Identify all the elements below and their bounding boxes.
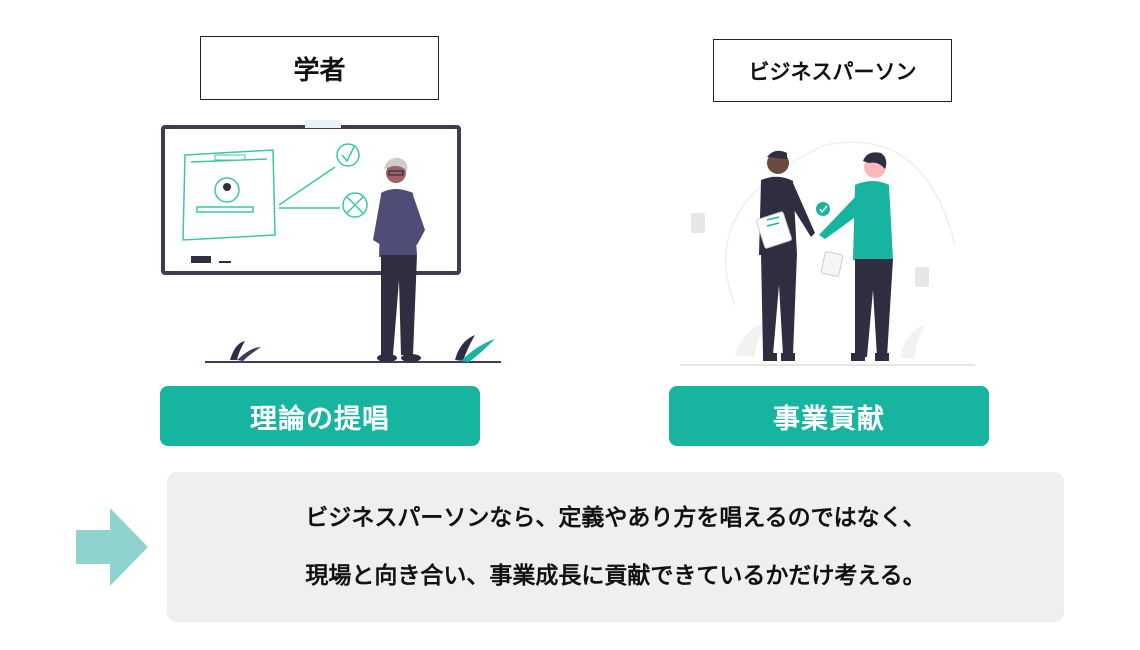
whiteboard-illustration bbox=[161, 120, 501, 363]
scholar-label-text: 学者 bbox=[293, 55, 346, 86]
business-label: ビジネスパーソン bbox=[713, 39, 952, 102]
arrow-right-icon bbox=[76, 508, 148, 586]
conclusion-panel: ビジネスパーソンなら、定義やあり方を唱えるのではなく、 現場と向き合い、事業成長… bbox=[167, 472, 1064, 622]
business-result-text: 事業貢献 bbox=[773, 403, 885, 435]
scholar-result-badge: 理論の提唱 bbox=[160, 386, 480, 446]
scholar-label: 学者 bbox=[200, 36, 439, 100]
conclusion-line-2: 現場と向き合い、事業成長に貢献できているかだけ考える。 bbox=[305, 563, 926, 589]
scholar-result-text: 理論の提唱 bbox=[250, 403, 390, 435]
business-label-text: ビジネスパーソン bbox=[748, 59, 917, 84]
business-result-badge: 事業貢献 bbox=[669, 386, 989, 446]
handshake-illustration bbox=[680, 141, 975, 366]
conclusion-line-1: ビジネスパーソンなら、定義やあり方を唱えるのではなく、 bbox=[305, 505, 926, 531]
